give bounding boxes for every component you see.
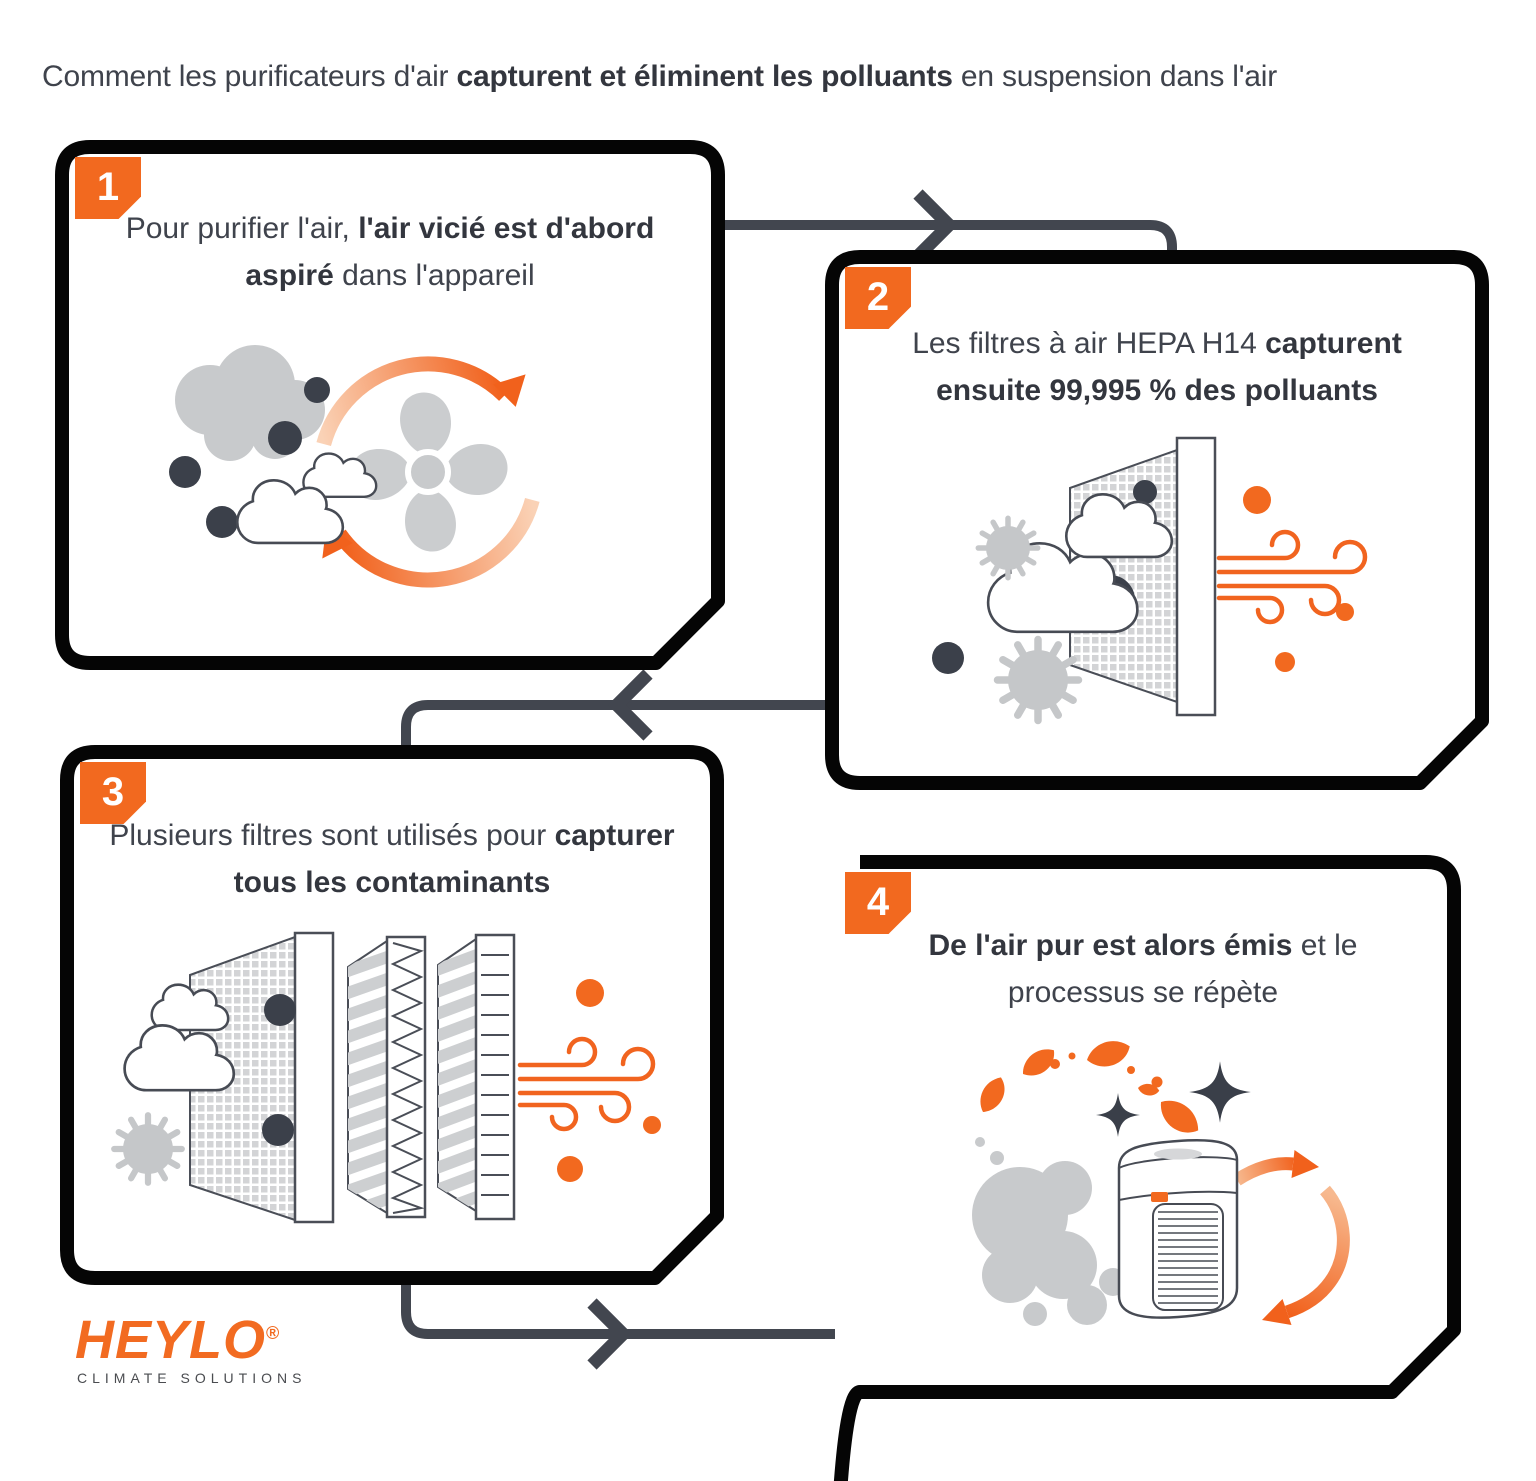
step4-text-post: et le processus se répète (1007, 929, 1358, 1009)
title-post: en suspension dans l'air (952, 60, 1277, 93)
step1-text-post: dans l'appareil (333, 259, 535, 292)
step3-illustration-filter-stack (90, 931, 661, 1224)
step3-text: Plusieurs filtres sont utilisés pour cap… (102, 812, 682, 906)
step3-text-pre: Plusieurs filtres sont utilisés pour (109, 819, 555, 852)
dust-cloud-icon (972, 1137, 1127, 1326)
title-bold: capturent et éliminent les polluants (456, 60, 953, 93)
step1-text-bold: l'air vicié est d'abord aspiré (245, 212, 655, 292)
leaf-icon (971, 1038, 1202, 1143)
clean-particle-icon (557, 979, 661, 1182)
virus-icon (114, 1115, 182, 1183)
step1-illustration-air-intake (169, 345, 540, 588)
clean-particle-icon (1050, 1052, 1163, 1088)
wind-icon (517, 1036, 656, 1132)
step3-text-bold: capturer tous les contaminants (233, 819, 675, 899)
connector-2-3 (401, 700, 832, 755)
registered-trademark-icon: ® (266, 1323, 281, 1343)
step2-illustration-hepa-filter (932, 436, 1368, 775)
dust-cloud-icon (175, 345, 325, 461)
page-title: Comment les purificateurs d'air capturen… (42, 60, 1522, 94)
heylo-logo-tagline: CLIMATE SOLUTIONS (77, 1370, 307, 1386)
step4-text-bold: De l'air pur est alors émis (928, 929, 1293, 962)
step1-text-pre: Pour purifier l'air, (125, 212, 359, 245)
heylo-logo: HEYLO® CLIMATE SOLUTIONS (75, 1306, 306, 1386)
chevron-left-icon (607, 669, 653, 741)
connector-chevrons (587, 189, 959, 1370)
step1-text: Pour purifier l'air, l'air vicié est d'a… (100, 205, 680, 299)
connector-arrow-icon (401, 220, 1177, 1339)
connector-1-2 (718, 220, 1177, 260)
purifier-icon (1117, 1139, 1239, 1319)
heylo-logo-wordmark: HEYLO® (75, 1306, 306, 1367)
chevron-right-icon (587, 1298, 633, 1370)
louver-filter-icon (437, 933, 516, 1221)
chevron-right-icon (913, 189, 959, 261)
heylo-logo-text: HEYLO (75, 1310, 267, 1370)
step2-text: Les filtres à air HEPA H14 capturent ens… (867, 320, 1447, 414)
pleated-filter-icon (347, 935, 427, 1219)
clean-cloud-icon (235, 452, 378, 545)
fan-icon (348, 392, 508, 552)
clean-particle-icon (1243, 486, 1354, 672)
title-pre: Comment les purificateurs d'air (42, 60, 457, 93)
wind-icon (1216, 529, 1368, 625)
step4-text: De l'air pur est alors émis et le proces… (873, 922, 1413, 1016)
step4-illustration-clean-air (971, 1038, 1350, 1326)
step2-text-bold: capturent ensuite 99,995 % des polluants (936, 327, 1402, 407)
step2-text-pre: Les filtres à air HEPA H14 (912, 327, 1266, 360)
filter-stack-icon (189, 931, 516, 1224)
rotation-arrows-icon (1233, 1150, 1350, 1325)
rotation-arrows-icon (316, 356, 540, 588)
particle-icon (169, 377, 330, 538)
connector-3-4 (401, 1275, 835, 1339)
